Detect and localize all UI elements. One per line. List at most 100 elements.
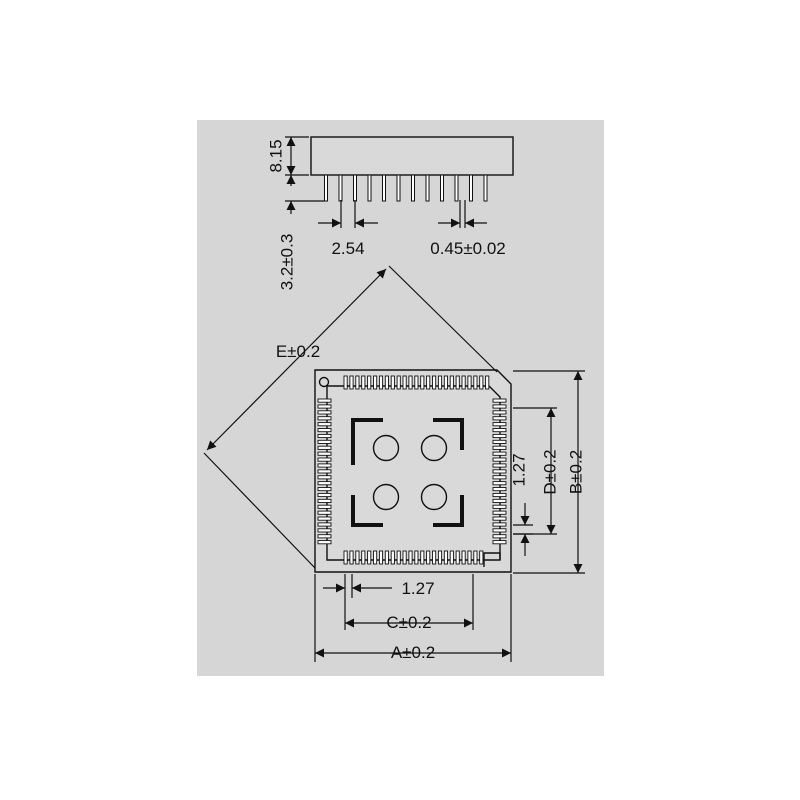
contact-top [461,375,466,390]
contact-left [317,463,332,468]
contact-left [317,475,332,480]
contact-right [492,481,507,486]
contact-top [473,375,478,390]
contact-left [317,498,332,503]
contact-right [492,416,507,421]
side-pin [411,174,415,202]
contact-right [492,463,507,468]
top-dimensions [203,265,585,662]
contact-top [408,375,413,390]
bracket-bottom-left [351,495,383,527]
contact-bottom [361,550,366,565]
contact-right [492,451,507,456]
dim-b-label: B±0.2 [566,450,585,494]
side-pin [483,174,488,202]
contact-right [492,433,507,439]
diag-e-dim-line [206,268,387,451]
contact-right [492,534,507,539]
contact-top [396,375,401,390]
pin-width-label: 0.45±0.02 [430,239,506,258]
side-pin [382,174,386,202]
contact-left [317,487,332,492]
contact-bottom [437,550,443,565]
side-pin [324,174,328,202]
contact-top [455,375,460,390]
contact-top [390,375,395,390]
contact-left [317,540,332,545]
contact-left [317,528,332,533]
contact-right [492,422,507,427]
contact-bottom [402,550,407,565]
side-pin [425,174,430,202]
bracket-top-right [433,418,464,450]
contact-top [449,375,454,390]
contact-right [492,492,507,498]
contact-right [492,487,507,492]
side-pin [367,174,372,202]
contact-top [437,375,443,390]
contact-left [317,481,332,486]
contact-top [485,375,490,390]
contact-bottom [367,550,372,565]
contact-top [378,375,384,390]
side-pin [338,174,343,202]
contact-bottom [479,550,484,565]
contact-top [432,375,437,390]
contact-bottom [343,550,348,565]
dim-a-label: A±0.2 [391,643,435,662]
contact-left [317,457,332,462]
side-dimensions [285,136,487,228]
contact-right [492,498,507,503]
side-pin [469,174,473,202]
contact-top [420,375,425,390]
contact-left [317,492,332,498]
hole-top-right [420,434,448,462]
contact-left [317,445,332,450]
contact-left [317,422,332,427]
contact-left [317,451,332,456]
hole-bottom-right [420,483,448,511]
contact-bottom [396,550,401,565]
contact-right [492,445,507,450]
contact-left [317,416,332,421]
side-pin [454,174,459,202]
contact-right [492,428,507,433]
contact-right [492,475,507,480]
contact-right [492,522,507,527]
side-view [310,136,514,202]
contact-left [317,516,332,521]
contact-bottom [355,550,360,565]
contact-top [467,375,472,390]
contact-bottom [390,550,395,565]
contact-top [361,375,366,390]
corner-notch [483,552,501,567]
contact-top [384,375,389,390]
contact-top [367,375,372,390]
side-pin [440,174,444,202]
contact-top [479,375,484,390]
contact-right [492,469,507,474]
side-pin [353,174,357,202]
contact-top [443,375,448,390]
contact-right [492,528,507,533]
contact-left [317,398,332,403]
height-label: 8.15 [266,139,285,172]
contact-left [317,510,332,515]
contact-bottom [461,550,466,565]
contact-top [414,375,419,390]
contact-bottom [426,550,431,565]
side-pins [324,174,488,202]
contact-bottom [432,550,437,565]
contact-bottom [467,550,472,565]
contact-bottom [455,550,460,565]
contact-left [317,522,332,527]
contact-bottom [408,550,413,565]
contact-left [317,534,332,539]
hole-top-left [372,434,400,462]
pitch-vertical-label: 1.27 [509,453,528,486]
contact-right [492,516,507,521]
contact-top [426,375,431,390]
contact-right [492,410,507,415]
dim-c-label: C±0.2 [386,613,431,632]
